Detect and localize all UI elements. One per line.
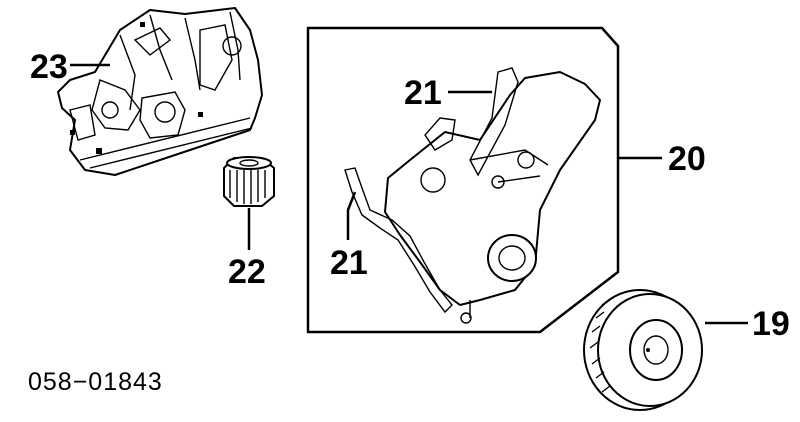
diagram-reference-code: 058−01843 — [28, 368, 163, 396]
callout-20: 20 — [668, 140, 706, 178]
crank-pulley-illustration — [583, 289, 703, 411]
callout-21-upper: 21 — [404, 74, 442, 112]
drive-gear-illustration — [223, 156, 275, 207]
callout-22: 22 — [228, 253, 266, 291]
group-frame — [306, 26, 620, 334]
oil-pump-illustration — [57, 7, 263, 176]
leader-21-lower — [346, 191, 357, 240]
callout-23: 23 — [30, 48, 68, 86]
callout-21-lower: 21 — [330, 244, 368, 282]
timing-cover-illustration — [384, 71, 601, 324]
callout-19: 19 — [752, 305, 790, 343]
gasket-illustration — [344, 67, 519, 314]
